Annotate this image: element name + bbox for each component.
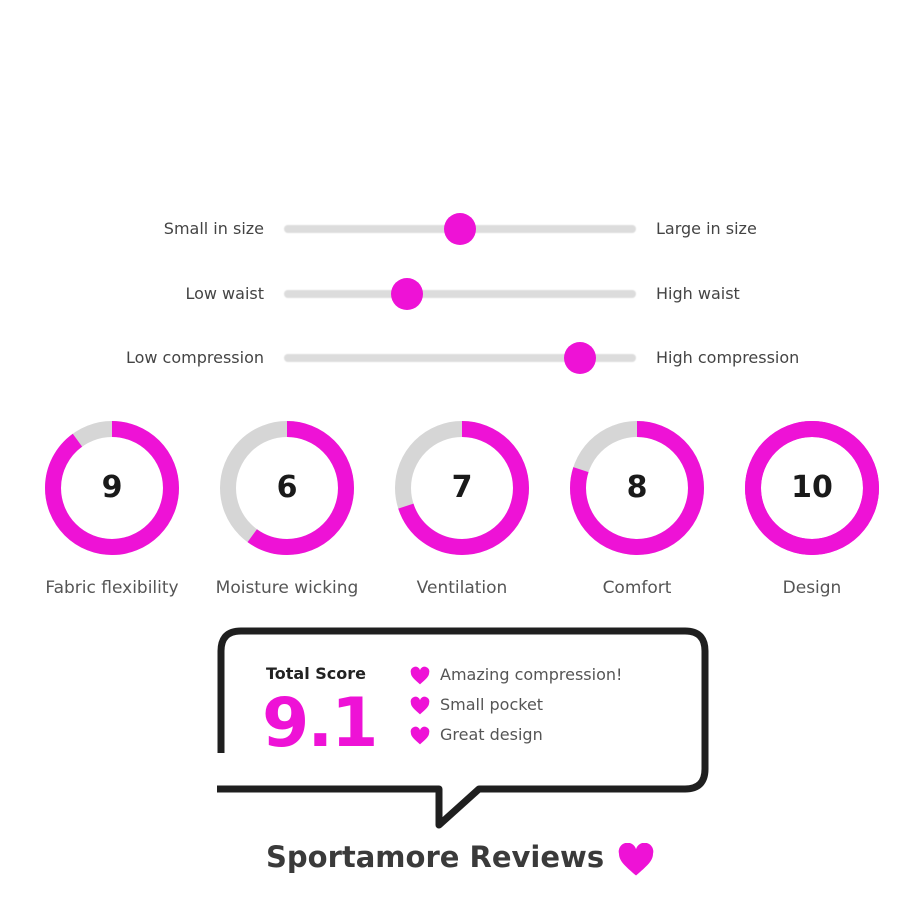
rating-ring-moisture-wicking: 6 <box>219 420 355 556</box>
rating-ring-design: 10 <box>744 420 880 556</box>
slider-size-thumb[interactable] <box>444 213 476 245</box>
slider-waist-track[interactable] <box>284 290 636 298</box>
slider-size[interactable]: Small in size Large in size <box>0 209 921 249</box>
brand-name: Sportamore Reviews <box>266 840 605 874</box>
rating-value: 10 <box>791 470 833 505</box>
slider-compression-thumb[interactable] <box>563 342 596 374</box>
highlight-text: Great design <box>440 725 543 744</box>
rating-value: 6 <box>276 470 298 505</box>
rating-ring-comfort: 8 <box>569 420 705 556</box>
highlight-text: Amazing compression! <box>440 665 623 684</box>
rating-label-ventilation: Ventilation <box>416 578 508 598</box>
ring-fill <box>395 421 529 555</box>
slider-waist[interactable]: Low waist High waist <box>0 274 921 314</box>
rating-label-comfort: Comfort <box>602 578 672 598</box>
rating-value: 8 <box>626 470 648 505</box>
rating-value: 7 <box>451 470 473 505</box>
rating-label-design: Design <box>782 578 842 598</box>
rating-label-fabric-flexibility: Fabric flexibility <box>45 578 179 598</box>
heart-icon <box>410 666 430 685</box>
highlight-text: Small pocket <box>440 695 544 714</box>
slider-size-left-label: Small in size <box>163 219 264 238</box>
ring-fill <box>220 421 354 555</box>
rating-label-moisture-wicking: Moisture wicking <box>215 578 359 598</box>
slider-waist-left-label: Low waist <box>185 284 264 303</box>
slider-waist-right-label: High waist <box>656 284 740 303</box>
ring-fill <box>570 421 704 555</box>
total-score-title: Total Score <box>266 664 367 683</box>
heart-icon <box>410 696 430 715</box>
rating-ring-fabric-flexibility: 9 <box>44 420 180 556</box>
ring-fill <box>745 421 879 555</box>
total-score-value: 9.1 <box>262 684 378 763</box>
speech-bubble-outline <box>217 627 709 829</box>
summary-bubble <box>217 627 709 831</box>
slider-compression-right-label: High compression <box>656 348 800 367</box>
heart-icon <box>410 726 430 745</box>
rating-value: 9 <box>101 470 123 505</box>
ring-fill <box>45 421 179 555</box>
heart-icon <box>618 843 654 876</box>
rating-ring-ventilation: 7 <box>394 420 530 556</box>
slider-compression-track[interactable] <box>284 354 636 362</box>
slider-compression-left-label: Low compression <box>125 348 264 367</box>
slider-compression[interactable]: Low compression High compression <box>0 338 921 378</box>
slider-waist-thumb[interactable] <box>391 278 424 310</box>
slider-size-right-label: Large in size <box>656 219 757 238</box>
